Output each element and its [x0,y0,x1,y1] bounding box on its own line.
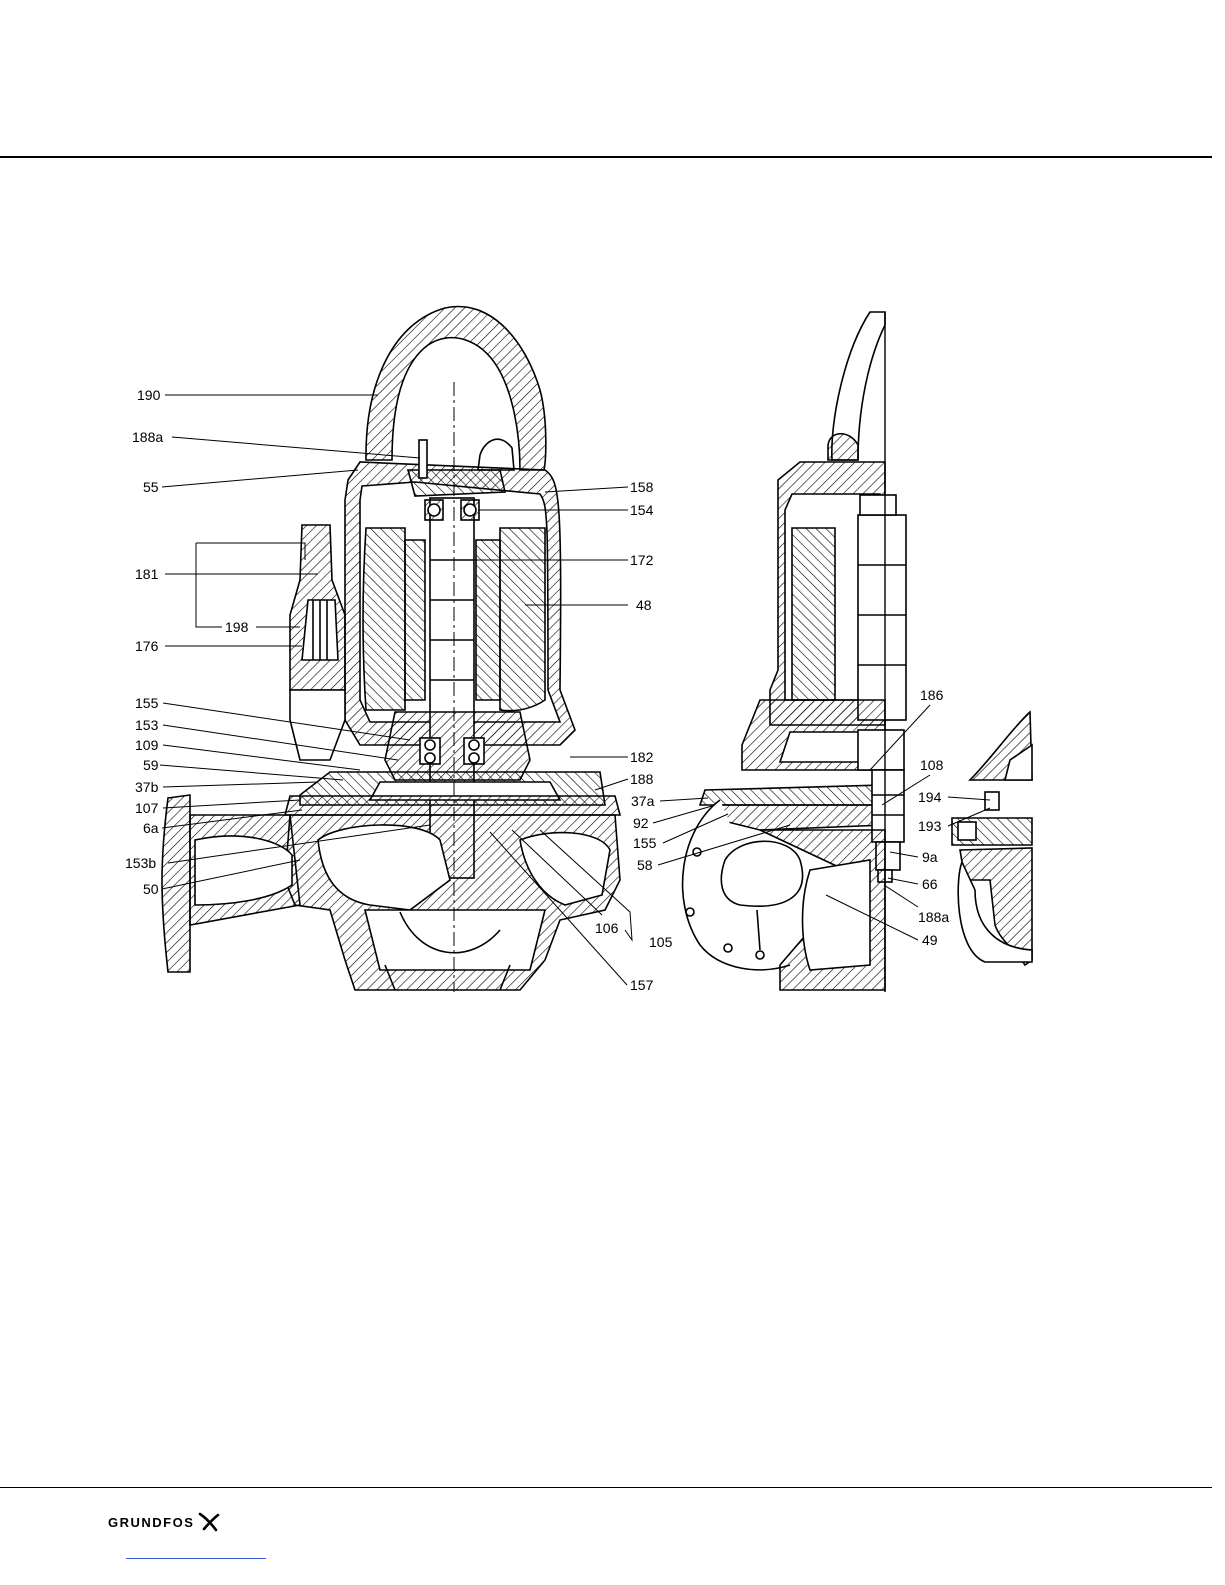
label-181: 181 [135,566,159,582]
bearing-housing [385,712,530,780]
label-155-mid: 155 [633,835,657,851]
label-48: 48 [636,597,652,613]
label-50: 50 [143,881,159,897]
footer-link-underline[interactable] [126,1549,266,1559]
front-section-view [162,307,620,992]
label-188a-top: 188a [132,429,163,445]
label-108: 108 [920,757,944,773]
label-198: 198 [225,619,249,635]
label-105: 105 [649,934,673,950]
label-49: 49 [922,932,938,948]
label-9a: 9a [922,849,938,865]
label-106: 106 [595,920,619,936]
label-59: 59 [143,757,159,773]
label-92: 92 [633,815,649,831]
label-158: 158 [630,479,654,495]
label-186: 186 [920,687,944,703]
label-153b: 153b [125,855,156,871]
footer-rule [0,1487,1212,1488]
grundfos-x-mark-icon [198,1512,220,1532]
logo-wordmark: GRUNDFOS [108,1515,194,1530]
label-37a: 37a [631,793,655,809]
label-58: 58 [637,857,653,873]
detail-section-view [952,712,1032,965]
label-6a: 6a [143,820,159,836]
label-153: 153 [135,717,159,733]
stator [363,528,405,710]
label-109: 109 [135,737,159,753]
grundfos-logo: GRUNDFOS [108,1510,220,1534]
label-154: 154 [630,502,654,518]
label-55: 55 [143,479,159,495]
label-66: 66 [922,876,938,892]
label-190: 190 [137,387,161,403]
side-section-view [683,312,906,992]
label-188a-bottom: 188a [918,909,949,925]
label-194: 194 [918,789,942,805]
label-157: 157 [630,977,654,993]
label-155-left: 155 [135,695,159,711]
label-172: 172 [630,552,654,568]
label-176: 176 [135,638,159,654]
label-182: 182 [630,749,654,765]
label-37b: 37b [135,779,159,795]
label-193: 193 [918,818,942,834]
label-188: 188 [630,771,654,787]
label-107: 107 [135,800,159,816]
lifting-handle [366,307,546,470]
